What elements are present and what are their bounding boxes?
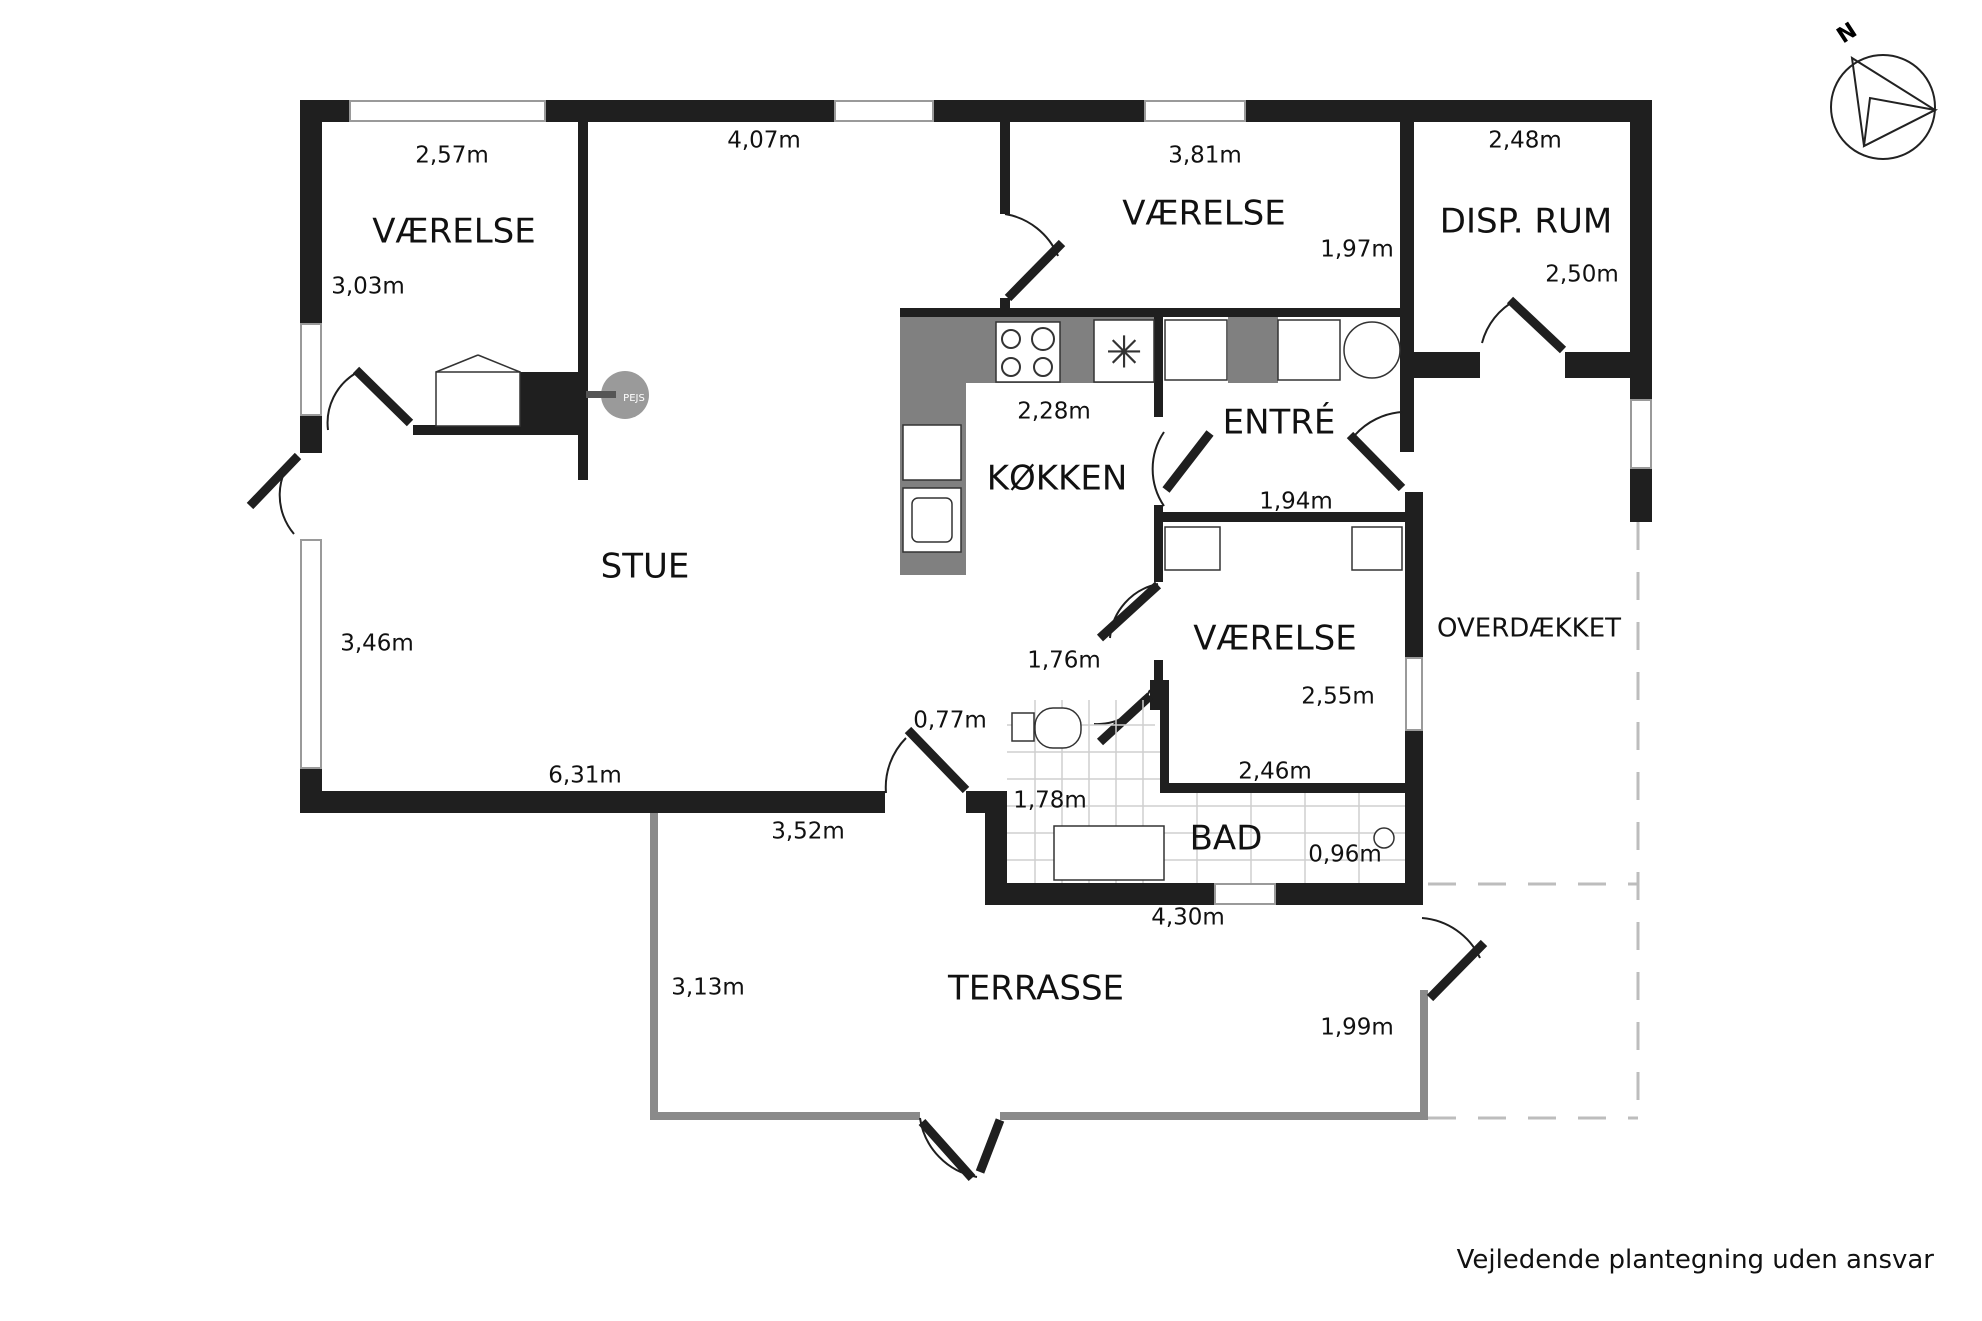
dim-disp-depth: 2,50m bbox=[1545, 262, 1619, 288]
compass-rose: N bbox=[1830, 18, 1939, 160]
dim-vaerelse-c-depth: 2,55m bbox=[1301, 684, 1375, 710]
dim-bad-width: 4,30m bbox=[1151, 905, 1225, 931]
room-labels: VÆRELSE STUE VÆRELSE DISP. RUM KØKKEN EN… bbox=[372, 194, 1621, 1009]
dim-koekken-width: 2,28m bbox=[1017, 399, 1091, 425]
dimension-labels: 2,57m 3,03m 4,07m 3,81m 1,97m 2,48m 2,50… bbox=[331, 128, 1619, 1041]
covered-area-outline bbox=[1428, 522, 1640, 1120]
room-vaerelse-nw: VÆRELSE bbox=[372, 212, 536, 252]
svg-text:✳: ✳ bbox=[1106, 329, 1143, 378]
room-vaerelse-c: VÆRELSE bbox=[1193, 619, 1357, 659]
room-bad: BAD bbox=[1190, 819, 1263, 859]
disclaimer-text: Vejledende plantegning uden ansvar bbox=[1456, 1245, 1934, 1275]
dim-hall-width: 1,76m bbox=[1027, 648, 1101, 674]
dim-entre-width: 1,94m bbox=[1259, 489, 1333, 515]
room-disp-rum: DISP. RUM bbox=[1440, 202, 1612, 242]
dim-stue-depth: 3,46m bbox=[340, 631, 414, 657]
dim-stue-width: 6,31m bbox=[548, 763, 622, 789]
windows bbox=[300, 100, 1652, 905]
dim-terrasse-depth: 3,13m bbox=[671, 975, 745, 1001]
bath-tiles bbox=[1007, 700, 1405, 883]
kitchen-counter: ✳ bbox=[900, 317, 1401, 575]
room-koekken: KØKKEN bbox=[987, 459, 1128, 499]
dim-vaerelse-n-depth: 1,97m bbox=[1320, 237, 1394, 263]
room-entre: ENTRÉ bbox=[1223, 402, 1336, 443]
room-vaerelse-n: VÆRELSE bbox=[1122, 194, 1286, 234]
dim-terrasse-top: 3,52m bbox=[771, 819, 845, 845]
room-terrasse: TERRASSE bbox=[947, 969, 1124, 1009]
dim-door-gap: 0,77m bbox=[913, 708, 987, 734]
dim-terrasse-right: 1,99m bbox=[1320, 1015, 1394, 1041]
dim-vaerelse-nw-width: 2,57m bbox=[415, 143, 489, 169]
fixtures: PEJS bbox=[435, 354, 1403, 571]
dim-stue-top: 4,07m bbox=[727, 128, 801, 154]
dim-bad-depth: 1,78m bbox=[1013, 788, 1087, 814]
room-overdaekket: OVERDÆKKET bbox=[1437, 614, 1621, 644]
dim-bad-inner: 0,96m bbox=[1308, 842, 1382, 868]
doors bbox=[246, 213, 1567, 1181]
terrace-outline bbox=[650, 810, 1428, 1120]
dim-vaerelse-n-width: 3,81m bbox=[1168, 143, 1242, 169]
room-stue: STUE bbox=[601, 547, 690, 587]
compass-north-label: N bbox=[1833, 18, 1862, 49]
dim-vaerelse-c-width: 2,46m bbox=[1238, 759, 1312, 785]
dim-disp-width: 2,48m bbox=[1488, 128, 1562, 154]
dim-vaerelse-nw-depth: 3,03m bbox=[331, 274, 405, 300]
walls bbox=[300, 100, 1652, 905]
pejs-label: PEJS bbox=[623, 393, 645, 404]
